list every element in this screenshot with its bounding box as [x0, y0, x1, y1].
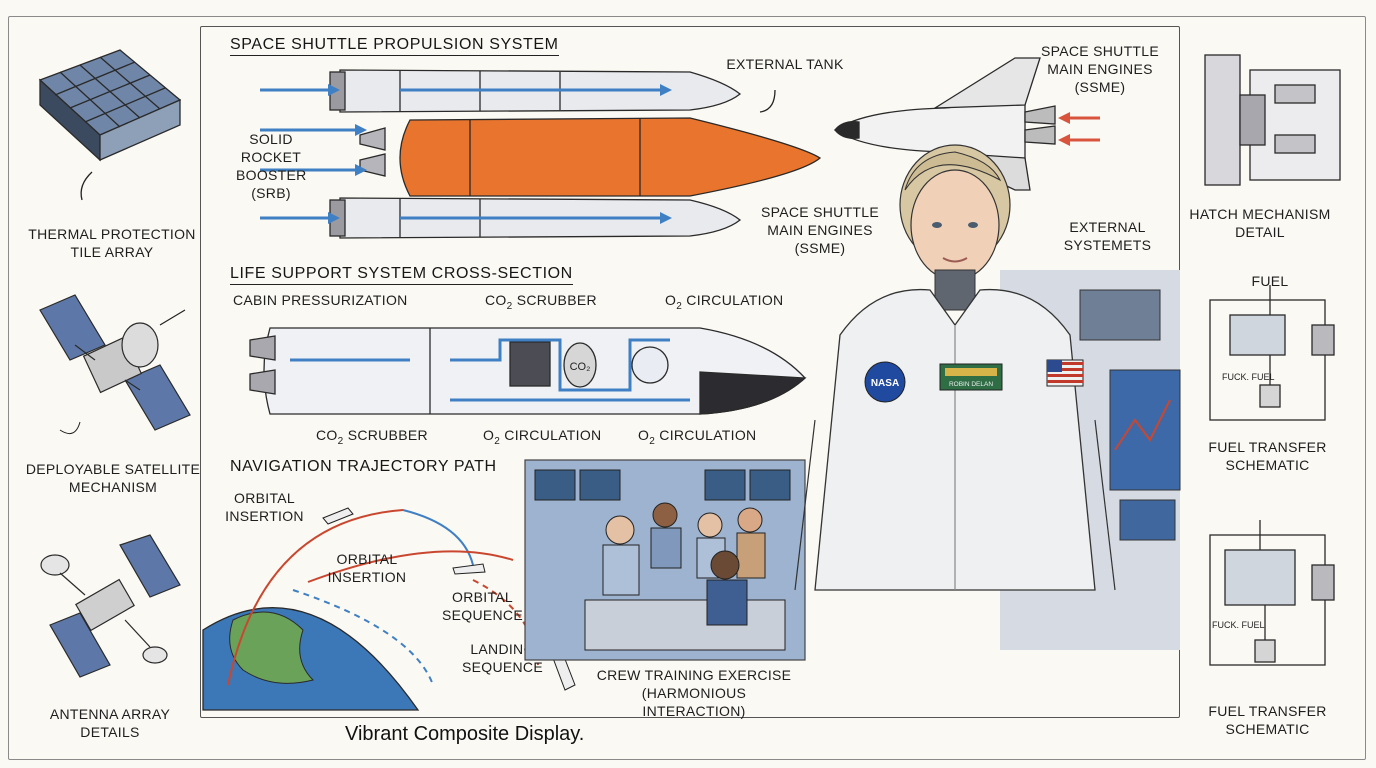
co2-tank-label: CO₂: [570, 361, 591, 373]
outer-frame: [8, 16, 1366, 760]
o2-circulation-bottom-1-label: O2 Circulation: [483, 427, 602, 447]
nasa-patch-text: NASA: [871, 378, 899, 389]
o2-circulation-top-label: O2 Circulation: [665, 292, 784, 312]
ssme-top-label: Space Shuttle Main Engines (SSME): [1041, 43, 1159, 95]
life-support-cross-section: CO₂: [249, 327, 807, 415]
astronaut-figure: NASA ROBIN DELAN: [794, 144, 1116, 591]
ssme-bottom-label: Space Shuttle Main Engines (SSME): [761, 204, 879, 256]
navigation-heading: Navigation Trajectory Path: [230, 458, 497, 475]
o2-circulation-bottom-2-label: O2 Circulation: [638, 427, 757, 447]
co2-scrubber-bottom-label: CO2 Scrubber: [316, 427, 428, 447]
co2-scrubber-top-label: CO2 Scrubber: [485, 292, 597, 312]
orbital-insertion-label-2: Orbital Insertion: [327, 551, 407, 585]
antenna-array-label: Antenna Array Details: [49, 706, 171, 740]
name-tag-text: ROBIN DELAN: [949, 381, 993, 388]
hatch-mechanism-label: Hatch Mechanism Detail: [1189, 206, 1331, 240]
fuel-transfer-label-1: Fuel Transfer Schematic: [1208, 439, 1327, 473]
fuel-top-label: Fuel: [1251, 273, 1289, 289]
crew-training-scene: [524, 459, 806, 661]
orbital-insertion-label-1: Orbital Insertion: [225, 490, 304, 524]
navigation-trajectory-diagram: [202, 507, 576, 711]
hatch-mechanism-illustration: [1204, 54, 1341, 186]
display-caption: Vibrant Composite Display.: [345, 723, 585, 745]
satellite-mechanism-illustration: [39, 294, 191, 435]
thermal-tile-array-illustration: [38, 49, 182, 201]
thermal-tile-label: Thermal Protection Tile Array: [28, 226, 196, 260]
orbital-sequence-label: Orbital Sequence: [442, 589, 523, 623]
propulsion-diagram: [260, 69, 822, 239]
life-support-heading: Life Support System Cross-Section: [230, 265, 573, 285]
fuel-transfer-schematic-1: FUCK. FUEL: [1209, 285, 1335, 421]
cabin-pressurization-label: Cabin Pressurization: [233, 292, 408, 308]
fuel-transfer-label-2: Fuel Transfer Schematic: [1208, 703, 1327, 737]
antenna-array-illustration: [40, 534, 181, 678]
landing-sequence-label: Landing Sequence: [462, 641, 543, 675]
fuel-small-label-2: FUCK. FUEL: [1212, 620, 1265, 630]
srb-label: Solid Rocket Booster (SRB): [236, 131, 307, 201]
satellite-mechanism-label: Deployable Satellite Mechanism: [25, 461, 201, 495]
propulsion-heading: Space Shuttle Propulsion System: [230, 36, 559, 56]
crew-training-label: Crew Training Exercise (Harmonious Inter…: [596, 667, 792, 719]
fuel-small-label-1: FUCK. FUEL: [1222, 372, 1275, 382]
fuel-transfer-schematic-2: FUCK. FUEL: [1209, 520, 1335, 666]
external-tank-label: External Tank: [726, 56, 844, 72]
external-systems-label: External Systemets: [1063, 219, 1152, 253]
